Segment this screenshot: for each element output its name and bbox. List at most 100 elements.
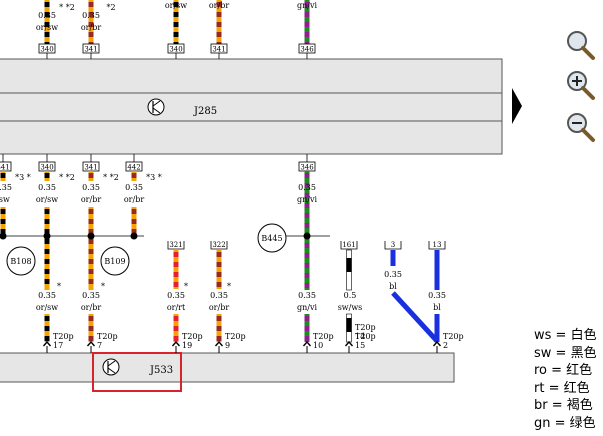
wire-segment — [304, 253, 310, 258]
wire-segment — [216, 262, 222, 267]
wire-segment — [216, 22, 222, 27]
wire-label: 0.35 — [82, 291, 100, 300]
wire-label: or/sw — [36, 195, 58, 204]
wire-segment — [88, 12, 94, 17]
wire-segment — [44, 22, 50, 27]
wire-label: * — [184, 282, 188, 291]
wire-label: 0.35 — [298, 183, 316, 192]
wire-segment — [131, 229, 137, 234]
wire-segment — [304, 273, 310, 278]
wire-label: or/br — [81, 195, 101, 204]
wire-label: or/br — [209, 303, 229, 312]
legend-item: br = 褐色 — [534, 398, 593, 413]
wire-label: T20p — [182, 332, 203, 341]
wire-label: 0.35 — [210, 291, 228, 300]
wire-segment — [88, 2, 94, 7]
wire-label: 0.35 — [384, 270, 402, 279]
wire-segment — [304, 316, 310, 321]
wire-label: 322 — [212, 241, 225, 249]
wire-label: B109 — [104, 257, 125, 266]
wire-segment — [173, 32, 179, 37]
wire-label: 340 — [40, 46, 53, 54]
wire-label: 341 — [84, 46, 97, 54]
wire-label: * *2 — [103, 173, 119, 182]
wire-segment — [173, 22, 179, 27]
wire-segment — [173, 12, 179, 17]
wire-label: 0.35 — [428, 291, 446, 300]
wire-label: *3 * — [15, 173, 31, 182]
wire-segment — [304, 283, 310, 288]
junction-dot — [303, 232, 311, 240]
wire-label: 7 — [97, 341, 102, 350]
wire-segment — [88, 209, 94, 214]
zoom-fit-icon[interactable] — [563, 28, 597, 62]
wire-label: * *2 — [59, 3, 75, 12]
wire-segment — [304, 223, 310, 228]
legend-item: ws = 白色 — [534, 328, 597, 343]
wire-segment — [216, 326, 222, 331]
pin-arrow — [344, 340, 354, 347]
wire-segment — [216, 336, 222, 341]
wire-segment — [434, 250, 440, 290]
wire-label: 0.5 — [344, 291, 357, 300]
sensor-circle — [6, 246, 36, 276]
wire-label: * — [227, 282, 231, 291]
wire-segment — [0, 229, 6, 234]
wire-segment — [304, 243, 310, 248]
wire-label: T20p — [355, 323, 376, 332]
wire-segment — [44, 279, 50, 284]
wire-segment — [304, 263, 310, 268]
wire-segment — [216, 12, 222, 17]
j533-highlight[interactable] — [92, 352, 182, 392]
j533-transistor-icon — [102, 358, 120, 376]
wire-segment — [216, 2, 222, 7]
wire-label: 0.35 — [38, 291, 56, 300]
zoom-in-icon[interactable] — [563, 68, 597, 102]
wire-segment — [44, 326, 50, 331]
sensor-circle — [257, 223, 287, 253]
wire-label: 14 — [355, 332, 365, 341]
wire-label: T20p — [313, 332, 334, 341]
next-page-arrow-icon[interactable] — [512, 88, 522, 124]
j285-transistor-icon — [147, 98, 165, 116]
wire-label: 321 — [169, 241, 182, 249]
color-legend: ws = 白色 sw = 黑色 ro = 红色 rt = 红色 br = 褐色 … — [534, 327, 597, 432]
wire-segment — [44, 209, 50, 214]
wire-label: gn/vi — [297, 303, 317, 312]
zoom-out-icon[interactable] — [563, 110, 597, 144]
wire-segment — [88, 279, 94, 284]
wire-label: T20p — [355, 332, 376, 341]
wire-segment — [346, 258, 352, 272]
wire-label: or/br — [81, 303, 101, 312]
wire-segment — [434, 314, 440, 342]
wire-label: gn/vi — [297, 1, 317, 10]
wire-label: 0.35 — [82, 11, 100, 20]
wire-label: or/rt — [167, 303, 186, 312]
wire-label: 0.35 — [167, 291, 185, 300]
slot-bracket — [210, 241, 228, 250]
slot-bracket — [340, 241, 358, 250]
wire-segment — [44, 42, 50, 44]
sensor-circle — [100, 246, 130, 276]
wire-segment — [44, 259, 50, 264]
wire-label: 0.35 — [82, 183, 100, 192]
wire-segment — [88, 269, 94, 274]
wire-label: 341 — [212, 46, 225, 54]
wire-segment — [44, 239, 50, 244]
wire-label: 13 — [433, 241, 442, 249]
wire-label: 17 — [53, 341, 63, 350]
j533-label: J533 — [149, 365, 173, 376]
wire-layer — [0, 0, 446, 353]
wire-segment — [173, 326, 179, 331]
slot-bracket — [167, 241, 185, 250]
j285-label: J285 — [193, 106, 217, 117]
wire-label: * — [101, 282, 105, 291]
wire-segment — [44, 173, 50, 178]
wire-segment — [88, 32, 94, 37]
wire-label: 19 — [182, 341, 192, 350]
wire-segment — [304, 336, 310, 341]
wire-label: T20p — [225, 332, 246, 341]
wire-segment — [216, 316, 222, 321]
pin-arrow — [214, 340, 224, 347]
